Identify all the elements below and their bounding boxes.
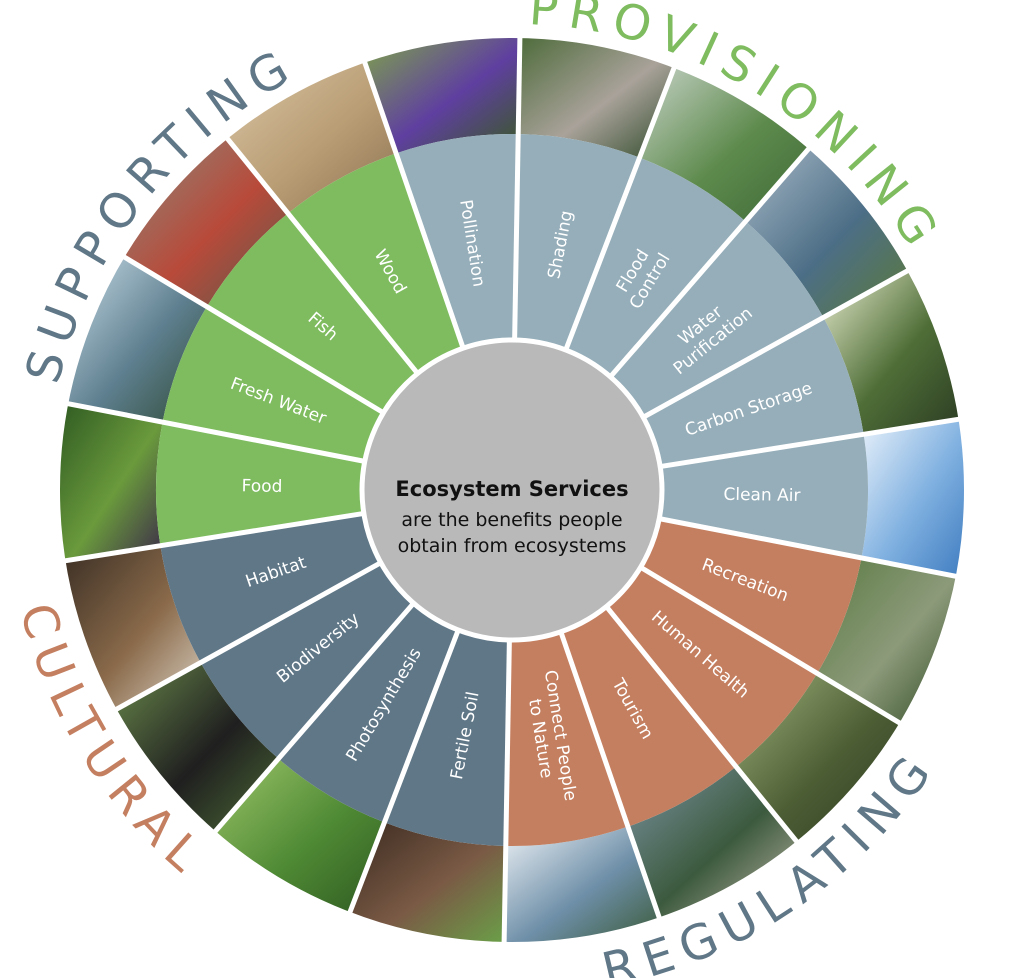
segment-divider [112,560,383,713]
segment-cultural [606,567,818,767]
segment-divider [62,510,365,564]
segment-divider [563,64,678,351]
segment-cultural [505,631,628,846]
segment-regulating [610,221,824,418]
segment-divider [639,565,904,727]
segment-cultural [640,518,862,674]
segment-divider [64,400,366,464]
bench-shade-photo [518,37,675,158]
segment-dividers [58,35,966,945]
segment-provisioning [206,213,418,413]
salmon-photo [123,137,288,307]
segment-divider [658,516,960,580]
segment-label: Food [241,476,282,497]
center-circle [359,337,665,643]
seedling-hands-photo [349,822,506,943]
mountain-peaks-photo [504,826,660,944]
berries-photo [58,403,163,561]
segment-cultural [560,606,737,827]
green-leaf-photo [214,758,385,913]
blue-sky-photo [861,419,965,577]
center-title: Ecosystem Services [395,477,628,501]
segment-label: Clean Air [723,485,800,506]
segment-label-line: Clean Air [723,485,800,506]
segment-label-line: Food [241,476,282,497]
black-bear-photo [115,662,279,832]
marsh-photo [745,148,909,318]
center-line-2: obtain from ecosystems [398,535,627,557]
hiker-stretch-photo [736,673,901,843]
hikers-river-photo [627,766,798,919]
segment-regulating [643,317,864,467]
forest-sunbeam-photo [823,270,960,435]
center-hub: Ecosystem Services are the benefits peop… [359,337,665,643]
segment-divider [120,253,385,415]
segment-supporting [384,630,510,846]
segment-provisioning [162,306,384,462]
segment-divider [223,134,420,376]
lumber-photo [226,61,397,214]
segment-divider [346,629,461,916]
segment-divider [211,601,416,836]
segment-regulating [514,134,640,350]
segment-supporting [278,603,459,823]
segment-regulating [565,157,746,377]
segment-ring [155,134,868,846]
segment-divider [501,639,512,945]
segment-supporting [160,513,381,663]
segment-divider [641,267,912,420]
segment-divider [361,58,466,349]
wetland-valley-photo [639,67,810,222]
segment-divider [604,604,801,846]
segment-divider [558,631,663,922]
segment-divider [608,144,813,379]
center-line-1: are the benefits people [401,509,622,531]
segment-supporting [200,562,414,759]
segment-regulating [396,134,519,349]
segment-provisioning [287,153,464,374]
photo-ring [58,36,965,944]
outer-ring-edge [58,36,966,944]
segment-divider [512,35,523,341]
segment-divider [659,416,962,470]
bee-flower-photo [364,36,520,154]
owl-photo [64,545,201,710]
